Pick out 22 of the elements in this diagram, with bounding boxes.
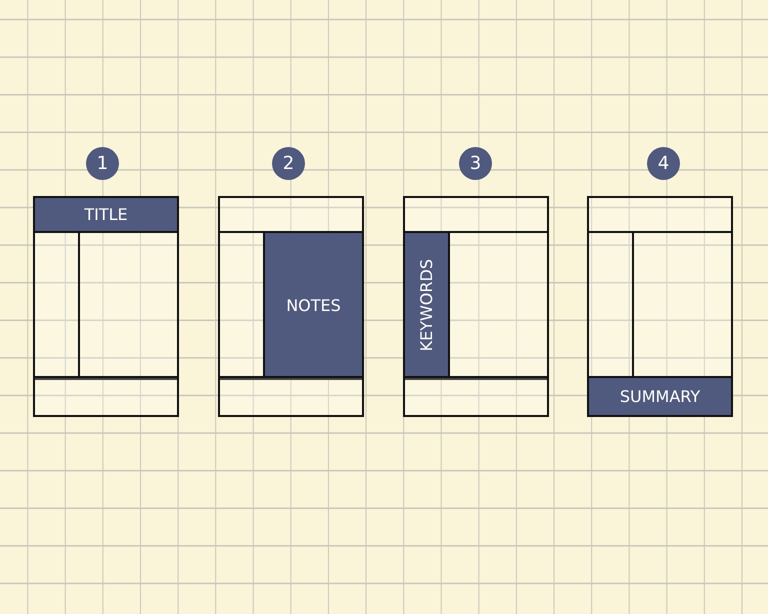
- section-label: NOTES: [286, 296, 341, 315]
- page-outline: [33, 196, 179, 417]
- summary-band: [218, 376, 364, 417]
- page-outline: [218, 196, 364, 417]
- summary-band: [587, 376, 733, 417]
- title-band: [218, 196, 364, 233]
- section-label: KEYWORDS: [417, 259, 436, 352]
- cue-column: [403, 231, 450, 380]
- number-badge: 2: [272, 147, 305, 180]
- title-band: [403, 196, 549, 233]
- summary-band: [403, 376, 549, 417]
- section-label: TITLE: [84, 205, 128, 224]
- number-badge: 3: [459, 147, 492, 180]
- number-badge: 1: [86, 147, 119, 180]
- summary-band: [33, 376, 179, 417]
- section-label: SUMMARY: [620, 387, 700, 406]
- number-badge: 4: [647, 147, 680, 180]
- title-band: [33, 196, 179, 233]
- page-outline: [587, 196, 733, 417]
- notes-area: [263, 231, 364, 380]
- page-outline: [403, 196, 549, 417]
- title-band: [587, 196, 733, 233]
